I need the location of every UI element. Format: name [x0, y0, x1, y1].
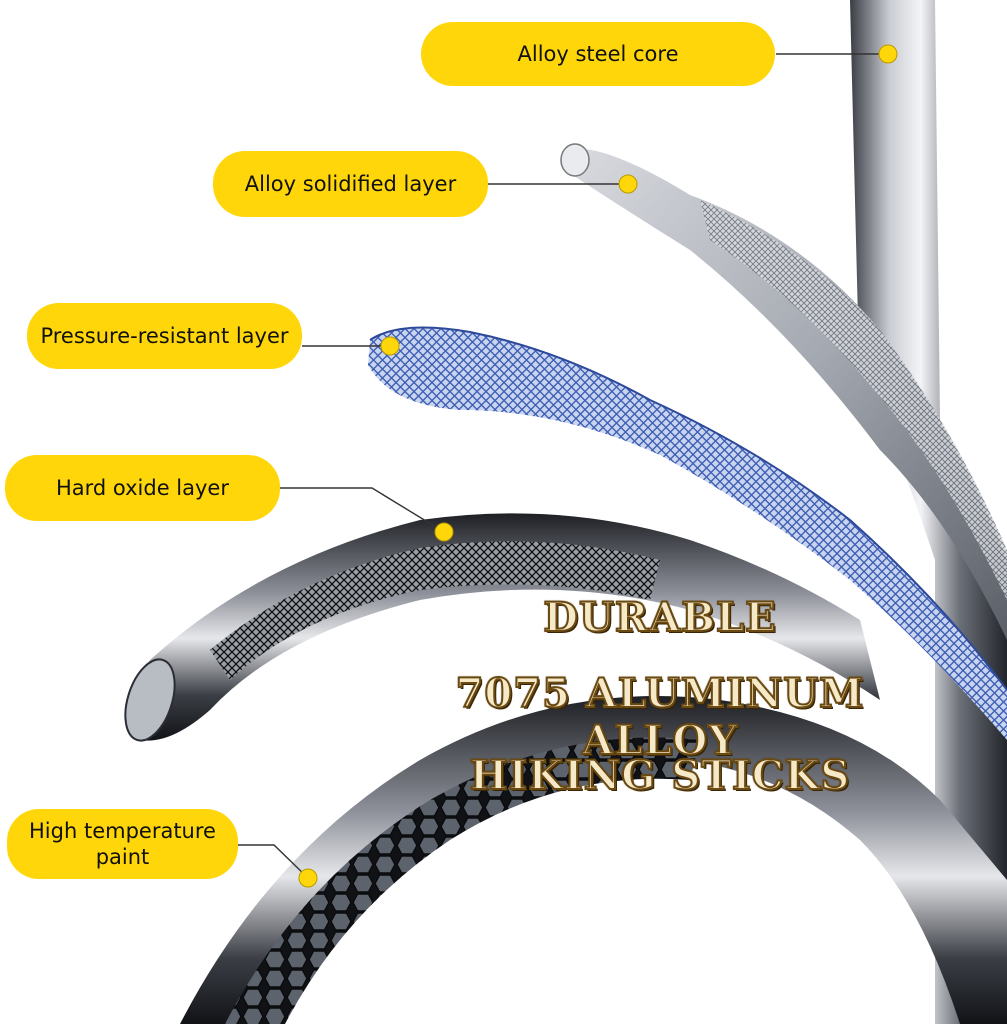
marker-dot-core [878, 44, 898, 64]
callout-pressure-resistant-layer-text: Pressure-resistant layer [40, 323, 289, 348]
headline-line-3: HIKING STICKS [469, 751, 851, 800]
leader-lines [238, 53, 888, 879]
callout-high-temperature-paint: High temperature paint [7, 809, 238, 879]
callout-high-temperature-paint-line1: High temperature [29, 818, 216, 843]
callout-alloy-steel-core: Alloy steel core [421, 22, 775, 86]
high-temperature-paint-shape [180, 696, 1007, 1024]
callout-alloy-steel-core-text: Alloy steel core [517, 41, 679, 66]
leader-line-oxide [280, 487, 445, 533]
callout-hard-oxide-layer: Hard oxide layer [5, 455, 280, 521]
callout-pressure-resistant-layer: Pressure-resistant layer [27, 303, 302, 369]
headline-line-1: DURABLE [542, 593, 777, 642]
hard-oxide-layer-shape [124, 513, 880, 742]
marker-dot-paint [298, 868, 318, 888]
marker-dots [298, 44, 898, 888]
marker-dot-oxide [434, 522, 454, 542]
leader-line-paint [238, 844, 309, 879]
marker-dot-solidified [618, 174, 638, 194]
alloy-solidified-layer-shape [560, 143, 1007, 640]
callout-high-temperature-paint-line2: paint [95, 845, 150, 869]
callout-alloy-solidified-layer: Alloy solidified layer [213, 151, 488, 217]
alloy-steel-core-shape [850, 0, 1007, 1024]
marker-dot-pressure [380, 336, 400, 356]
callout-alloy-solidified-layer-text: Alloy solidified layer [244, 171, 457, 196]
pressure-resistant-layer-shape [368, 326, 1007, 740]
headline-line-2: 7075 ALUMINUM ALLOY [455, 669, 865, 765]
callout-hard-oxide-layer-text: Hard oxide layer [55, 475, 229, 500]
